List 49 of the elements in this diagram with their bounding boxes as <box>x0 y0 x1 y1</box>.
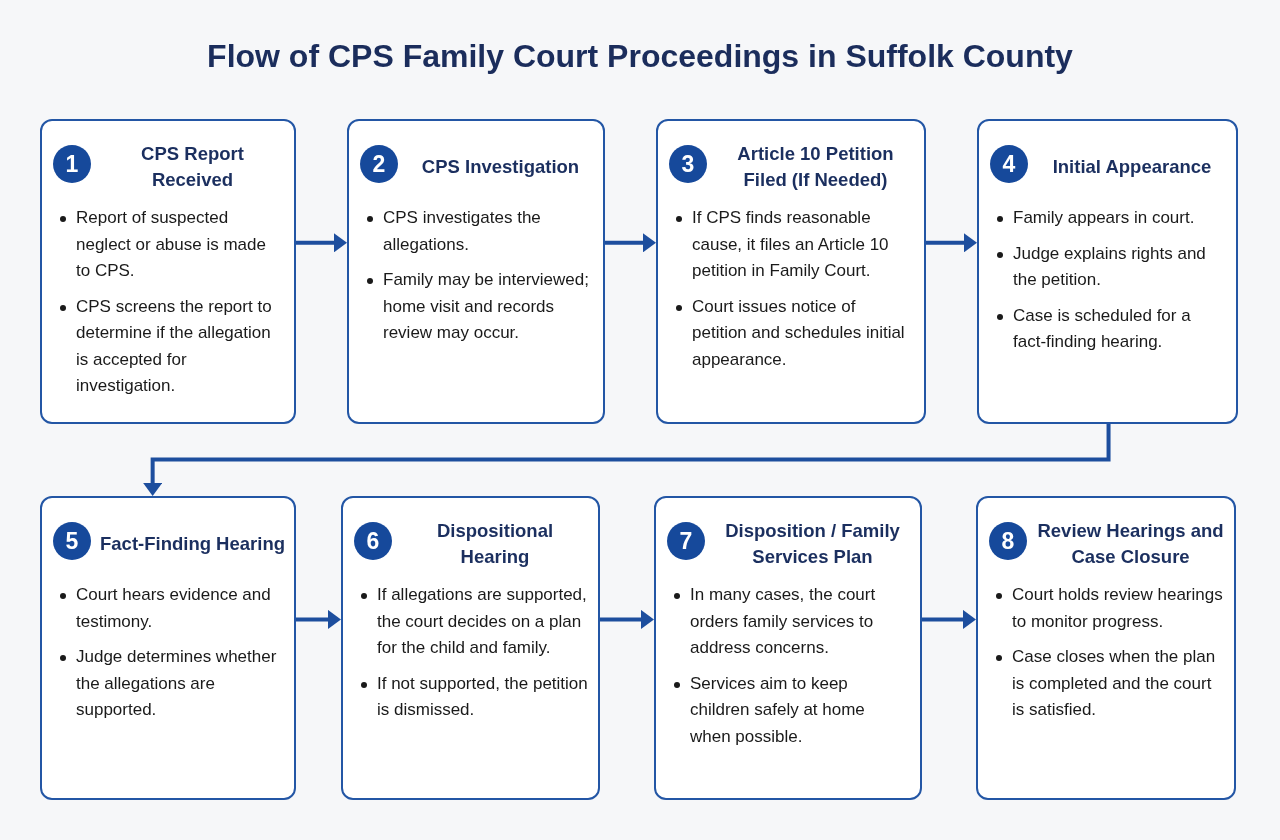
step-number: 5 <box>53 522 91 560</box>
step-number: 3 <box>669 145 707 183</box>
step-number: 1 <box>53 145 91 183</box>
bullet-text: Court hears evidence and testimony. <box>58 582 284 635</box>
step-card <box>656 119 926 424</box>
step-heading: Initial Appearance <box>1051 155 1213 179</box>
step-heading: Fact-Finding Hearing <box>99 532 286 556</box>
arrow <box>296 236 347 250</box>
step-heading: Disposition / Family Services Plan <box>724 519 901 569</box>
bullet-text: If allegations are supported, the court decides on a plan for the child and family. <box>359 582 588 662</box>
bullet-text: Case is scheduled for a fact-finding hearing. <box>995 302 1226 356</box>
step-heading: CPS Investigation <box>420 155 581 179</box>
step-heading: CPS Report Received <box>140 142 245 192</box>
bullet-text: Court issues notice of petition and schedules initial appearance. <box>674 293 914 373</box>
step-heading: Review Hearings and Case Closure <box>1036 519 1225 569</box>
step-card <box>976 496 1236 800</box>
step-number: 8 <box>989 522 1027 560</box>
step-card <box>977 119 1238 424</box>
step-heading: Article 10 Petition Filed (If Needed) <box>736 142 895 192</box>
bullet-text: Judge determines whether the allegations are supported. <box>58 644 284 724</box>
step-number: 7 <box>667 522 705 560</box>
step-card <box>341 496 600 800</box>
arrow <box>605 236 656 250</box>
bullet-text: CPS screens the report to determine if the allegation is accepted for investigation. <box>58 293 284 400</box>
bullet-text: Judge explains rights and the petition. <box>995 240 1226 294</box>
arrow <box>926 236 977 250</box>
step-card <box>40 119 296 424</box>
step-card <box>654 496 922 800</box>
arrow <box>296 612 341 626</box>
bullet-text: Report of suspected neglect or abuse is made to CPS. <box>58 205 284 285</box>
arrow <box>922 612 976 626</box>
step-heading: Dispositional Hearing <box>435 519 555 569</box>
step-number: 6 <box>354 522 392 560</box>
step-number: 4 <box>990 145 1028 183</box>
diagram-title: Flow of CPS Family Court Proceedings in Suffolk County <box>207 38 1073 74</box>
arrow <box>600 612 654 626</box>
bullet-text: Family appears in court. <box>995 205 1226 232</box>
bullet-text: If CPS finds reasonable cause, it files an Article 10 petition in Family Court. <box>674 205 914 285</box>
arrow <box>146 424 1111 496</box>
bullet-text: Court holds review hearings to monitor progress. <box>994 582 1224 635</box>
step-card <box>347 119 605 424</box>
bullet-text: CPS investigates the allegations. <box>365 205 593 258</box>
bullet-text: Case closes when the plan is completed and the court is satisfied. <box>994 644 1224 724</box>
step-card <box>40 496 296 800</box>
bullet-text: Family may be interviewed; home visit and records review may occur. <box>365 267 593 347</box>
bullet-text: If not supported, the petition is dismissed. <box>359 670 588 724</box>
step-number: 2 <box>360 145 398 183</box>
bullet-text: In many cases, the court orders family services to address concerns. <box>672 582 910 662</box>
bullet-text: Services aim to keep children safely at home when possible. <box>672 670 910 750</box>
